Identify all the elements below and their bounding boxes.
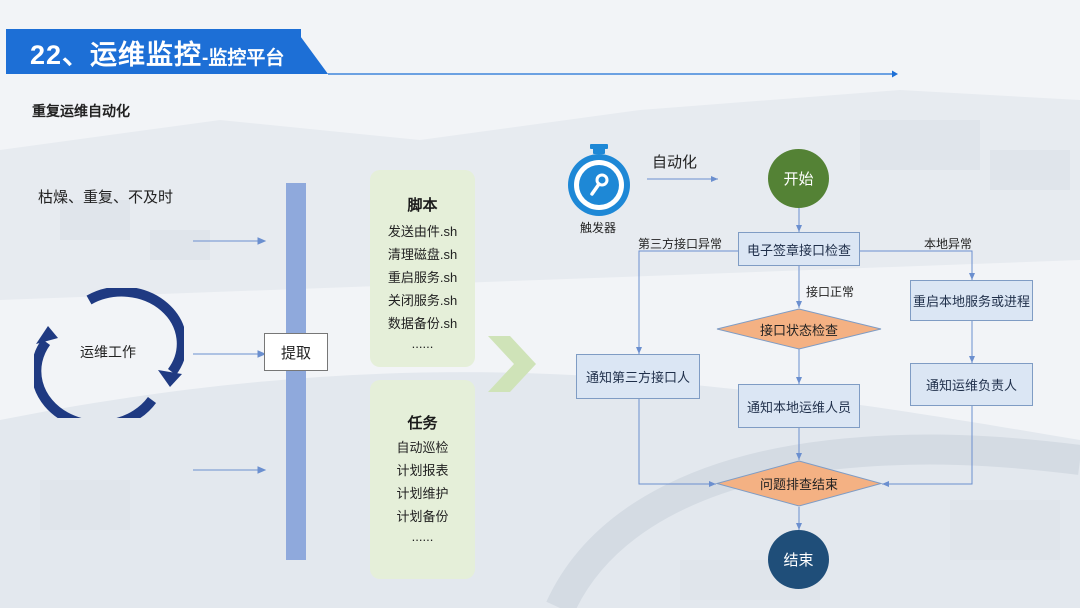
title-decoration (295, 29, 898, 78)
automation-label: 自动化 (652, 154, 698, 171)
end-node: 结束 (768, 530, 829, 589)
task-item: 计划报表 (396, 463, 449, 478)
task-item: ...... (411, 529, 434, 544)
start-node: 开始 (768, 149, 829, 208)
script-item: ...... (411, 336, 434, 351)
script-item: 清理磁盘.sh (387, 247, 458, 262)
script-item: 数据备份.sh (387, 316, 458, 331)
flow-step-restart-local: 重启本地服务或进程 (910, 280, 1033, 321)
vertical-divider-bar (286, 183, 306, 560)
flow-step-notify-owner: 通知运维负责人 (910, 363, 1033, 406)
trigger-label: 触发器 (579, 220, 616, 235)
scripts-panel-title: 脚本 (407, 197, 438, 214)
task-item: 计划备份 (396, 509, 449, 524)
decision-troubleshoot-done (716, 460, 882, 507)
script-item: 关闭服务.sh (387, 293, 458, 308)
flow-step-esign-check: 电子签章接口检查 (738, 232, 860, 266)
cycle-arrows-icon (34, 288, 184, 418)
edge-label-third-party-error: 第三方接口异常 (638, 237, 723, 251)
page-title: 22、运维监控-监控平台 (30, 33, 284, 72)
script-item: 重启服务.sh (387, 270, 458, 285)
script-item: 发送由件.sh (387, 224, 458, 239)
tasks-panel: 任务 自动巡检 计划报表 计划维护 计划备份 ...... (370, 380, 475, 579)
decision-interface-status (716, 308, 882, 350)
title-main: 22、运维监控 (30, 40, 203, 70)
decision-interface-status-label: 接口状态检查 (759, 322, 838, 338)
chevron-right-icon (488, 336, 536, 392)
extract-box: 提取 (264, 333, 328, 371)
edge-label-local-error: 本地异常 (924, 237, 973, 251)
flow-step-notify-local-ops: 通知本地运维人员 (738, 384, 860, 428)
stopwatch-icon (568, 144, 630, 216)
flow-step-notify-third-party: 通知第三方接口人 (576, 354, 700, 399)
decision-troubleshoot-done-label: 问题排查结束 (759, 477, 838, 492)
ops-work-label: 运维工作 (80, 344, 136, 360)
task-item: 自动巡检 (396, 440, 449, 455)
tasks-panel-title: 任务 (407, 415, 438, 432)
title-banner (6, 29, 301, 74)
scripts-panel: 脚本 发送由件.sh 清理磁盘.sh 重启服务.sh 关闭服务.sh 数据备份.… (370, 170, 475, 367)
section-subtitle: 重复运维自动化 (32, 103, 130, 119)
task-item: 计划维护 (396, 486, 449, 501)
edge-label-interface-normal: 接口正常 (806, 285, 855, 299)
title-sub: -监控平台 (202, 48, 285, 69)
pain-points-text: 枯燥、重复、不及时 (38, 189, 174, 206)
